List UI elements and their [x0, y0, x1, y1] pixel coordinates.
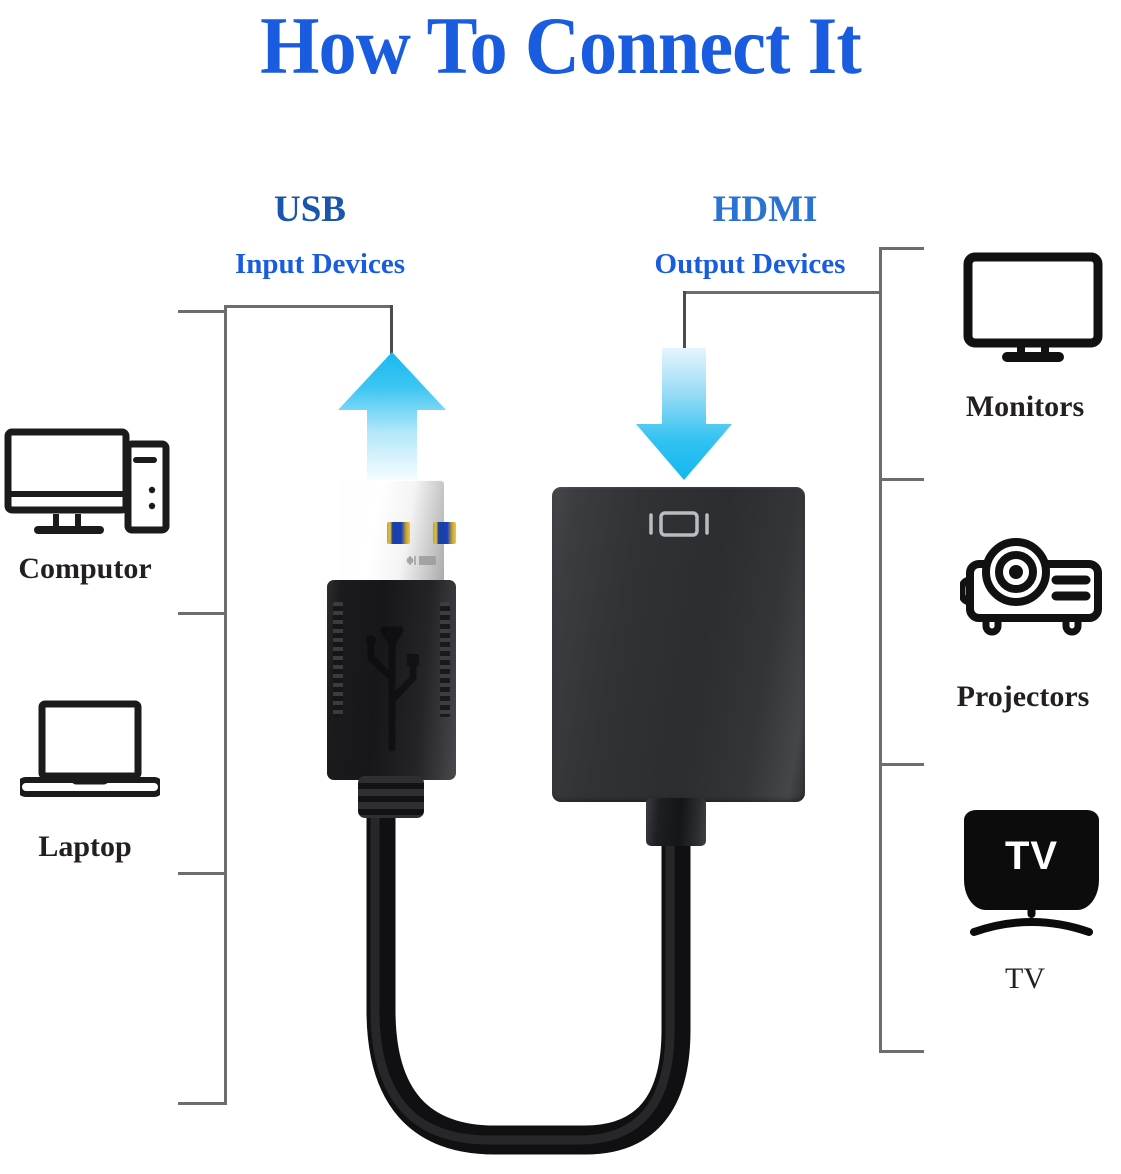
hdmi-column-heading: HDMI	[712, 189, 818, 230]
input-device-label-computer: Computor	[18, 552, 152, 585]
usb-connector	[310, 480, 470, 818]
input-bracket-tick-top	[178, 310, 226, 313]
input-bracket-tick-lower	[178, 872, 226, 875]
page-title: How To Connect It	[260, 0, 862, 91]
output-device-label-projectors: Projectors	[956, 680, 1090, 713]
hdmi-column-subheading: Output Devices	[654, 248, 846, 280]
hdmi-adapter-body	[552, 487, 805, 802]
tv-screen-text: TV	[1004, 834, 1059, 878]
usb-contact-right	[433, 522, 456, 544]
input-bracket-tick-middle	[178, 612, 226, 615]
usb-trident-icon	[366, 626, 419, 752]
usb-strain-relief	[358, 776, 424, 818]
usb-input-arrow	[338, 352, 446, 492]
adapter-strain-relief	[646, 798, 706, 846]
output-bracket-tick-monitors	[879, 247, 924, 250]
tv-icon: TV	[964, 810, 1099, 910]
output-bracket-tick-upper-mid	[879, 478, 924, 481]
usb-plastic-body	[327, 580, 456, 780]
output-bracket-tick-tv	[879, 1050, 924, 1053]
monitor-icon	[963, 252, 1103, 367]
output-bracket-tick-projectors	[879, 763, 924, 766]
hdmi-output-arrow	[636, 348, 732, 485]
output-bracket-top-arm	[683, 291, 882, 294]
usb-column-subheading: Input Devices	[235, 248, 405, 280]
tv-stand-icon	[964, 900, 1099, 945]
usb-column-heading: USB	[274, 189, 346, 230]
output-device-label-monitors: Monitors	[965, 390, 1085, 423]
usb-metal-shell	[340, 480, 456, 585]
laptop-icon	[16, 700, 164, 810]
input-bracket-top-arm	[224, 305, 392, 308]
input-device-label-laptop: Laptop	[38, 830, 132, 863]
usb-contact-left	[387, 522, 410, 544]
input-bracket-spine	[224, 305, 227, 1105]
usb-ss-mark-icon	[406, 556, 436, 565]
desktop-computer-icon	[4, 428, 170, 543]
display-glyph-icon	[648, 511, 709, 537]
input-bracket-tick-bottom	[178, 1102, 226, 1105]
output-bracket-spine	[879, 247, 882, 1053]
projector-icon	[958, 528, 1105, 643]
output-device-label-tv: TV	[1005, 962, 1045, 995]
